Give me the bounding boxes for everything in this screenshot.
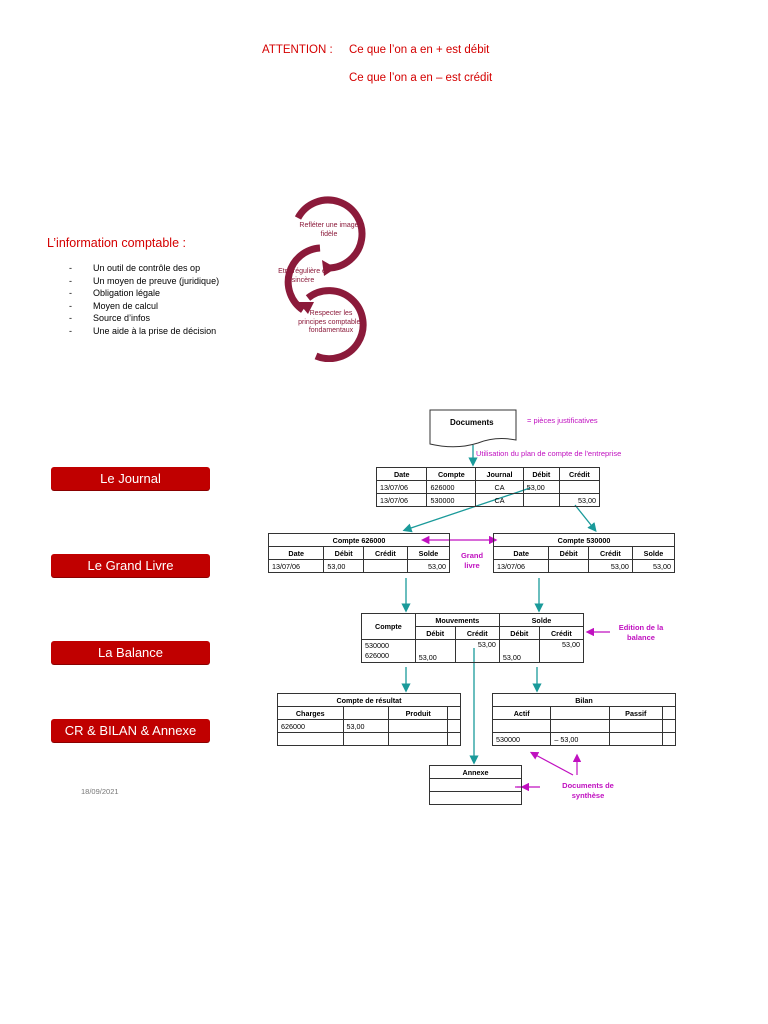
list-item: -Un outil de contrôle des op xyxy=(69,263,201,273)
grand-livre-label: Grand livre xyxy=(460,551,484,570)
table-header: Date xyxy=(375,467,428,481)
bilan-title: Bilan xyxy=(492,693,676,707)
info-title: L’information comptable : xyxy=(47,236,186,250)
table-header: Crédit xyxy=(558,467,601,481)
journal-button[interactable]: Le Journal xyxy=(51,467,210,490)
cycle-arc-3 xyxy=(305,287,367,362)
info-list: -Un outil de contrôle des op -Un moyen d… xyxy=(69,262,219,338)
documents-label: Documents xyxy=(450,418,494,427)
pieces-justificatives: = pièces justificatives xyxy=(527,416,598,425)
documents-synthese-label: Documents de synthèse xyxy=(562,781,614,800)
edition-balance-label: Edition de la balance xyxy=(618,623,664,642)
cycle-arc-1 xyxy=(294,196,366,272)
table-row: 530000– 53,00 xyxy=(491,732,677,746)
cycle-step-3: Respecter les principes comptables fonda… xyxy=(298,310,364,334)
arrow-journal-530 xyxy=(574,504,597,533)
list-item: -Moyen de calcul xyxy=(69,300,159,311)
table-header: Compte xyxy=(426,467,477,481)
cr-bilan-annexe-button[interactable]: CR & BILAN & Annexe xyxy=(51,719,210,742)
list-item: -Une aide à la prise de décision xyxy=(69,325,217,336)
compte-resultat-title: Compte de résultat xyxy=(277,693,461,707)
cycle-arrowhead xyxy=(322,260,336,276)
attention-line-credit: Ce que l’on a en – est crédit xyxy=(349,72,493,84)
cycle-step-2: Etre régulière et sincère xyxy=(278,268,328,284)
utilisation-plan-compte: Utilisation du plan de compte de l'entre… xyxy=(476,449,622,458)
balance-button[interactable]: La Balance xyxy=(51,641,210,664)
list-item: -Obligation légale xyxy=(69,288,161,299)
table-header: Débit xyxy=(522,467,560,481)
cycle-step-1: Refléter une image fidèle xyxy=(299,222,359,238)
cycle-arc-2 xyxy=(284,244,321,313)
table-row xyxy=(277,732,461,746)
cycle-arrowhead xyxy=(298,302,314,314)
documents-paper xyxy=(429,409,517,448)
annexe-table: Annexe xyxy=(429,765,522,805)
journal-table: Date Compte Journal Débit Crédit 13/07/0… xyxy=(375,467,601,507)
arrow-synthese-bilan xyxy=(529,751,574,776)
list-item: -Source d’infos xyxy=(69,313,151,324)
table-row xyxy=(491,719,677,733)
attention-line-debit: Ce que l’on a en + est débit xyxy=(349,44,490,56)
footer-date: 18/09/2021 xyxy=(81,787,119,796)
grand-livre-button[interactable]: Le Grand Livre xyxy=(51,554,210,577)
compte-530000-title: Compte 530000 xyxy=(493,533,675,547)
table-header: Journal xyxy=(475,467,524,481)
annexe-title: Annexe xyxy=(429,765,522,779)
compte-626000-title: Compte 626000 xyxy=(268,533,450,547)
attention-label: ATTENTION : xyxy=(262,44,333,56)
list-item: -Un moyen de preuve (juridique) xyxy=(69,275,220,286)
cycle-graphic xyxy=(284,196,367,362)
